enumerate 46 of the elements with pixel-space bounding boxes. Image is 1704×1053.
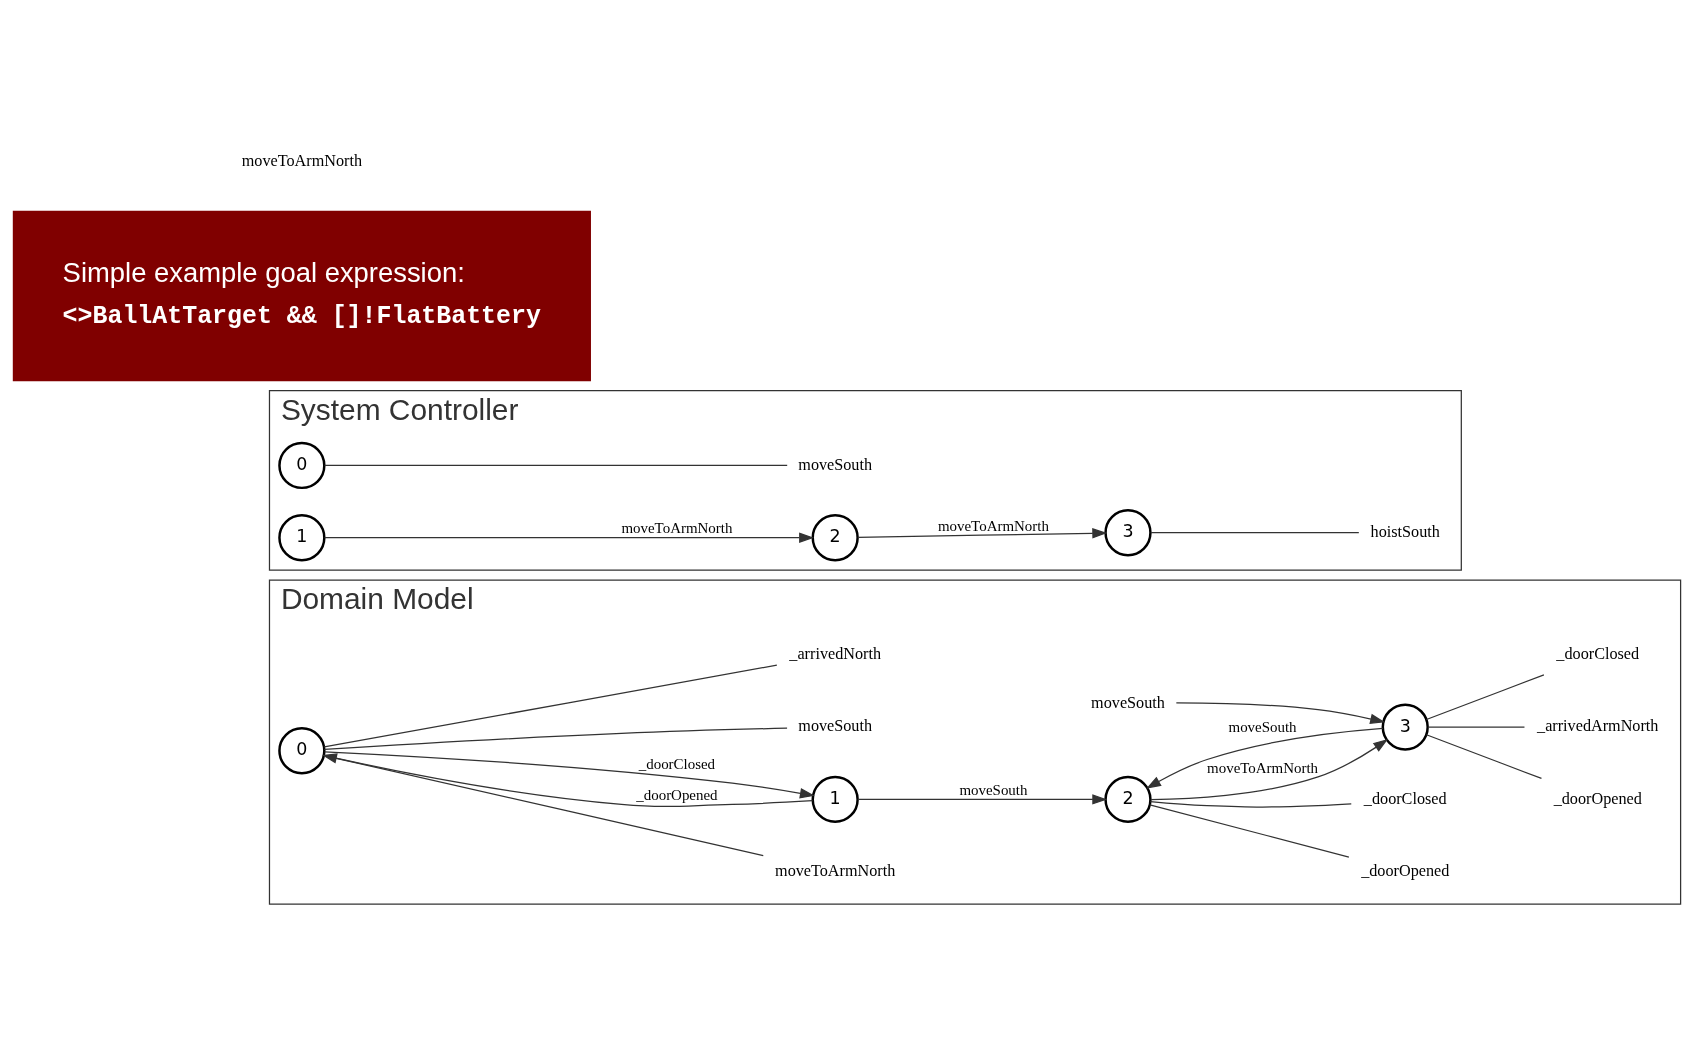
node-circle: 3 [1381,703,1429,751]
edge-label: moveSouth [1228,718,1297,735]
connector [323,464,788,467]
edge-label: moveSouth [959,782,1028,799]
connector [323,664,778,748]
arrow [323,532,815,543]
arrow [322,753,814,808]
node-text: _doorOpened [1361,861,1450,880]
node-text: hoistSouth [1370,522,1440,541]
node-circle: 3 [1104,509,1152,557]
node-circle: 2 [1104,775,1152,824]
edge-label: moveToArmNorth [937,517,1049,534]
node-text: _arrivedArmNorth [1537,717,1659,736]
node-text: moveSouth [1091,693,1165,712]
connector [323,727,788,751]
node-box: Simple example goal expression: <>BallAtTarget && []!FlatBattery [12,210,591,382]
connector [1427,726,1526,728]
connector [1150,532,1360,534]
edge-label: moveToArmNorth [1207,759,1319,776]
label: moveToArmNorth [241,151,363,170]
connector [1425,734,1543,780]
connector [1149,800,1352,808]
node-text: _doorOpened [1553,789,1642,808]
node-circle: 0 [278,441,326,490]
node-text: _arrivedNorth [789,645,882,664]
node-circle: 2 [811,514,859,562]
node-circle: 0 [278,727,326,775]
node-circle: 1 [278,514,326,562]
node-text: moveSouth [798,717,873,736]
arrow [857,528,1108,539]
arrow [1175,702,1386,725]
node-text: _doorClosed [1363,789,1447,808]
arrow [857,794,1108,805]
connector [323,754,764,857]
node-text: moveToArmNorth [775,861,896,880]
arrow [1150,739,1389,801]
connector [1425,674,1545,721]
node-text: _doorClosed [1556,645,1640,664]
arrow [324,751,815,799]
edge-label: _doorClosed [638,755,716,772]
edge-label: moveToArmNorth [621,520,733,537]
arrow [1146,727,1384,789]
edge-label: _doorOpened [636,787,718,804]
node-circle: 1 [811,775,859,824]
connector [1149,804,1350,858]
node-text: moveSouth [798,455,873,474]
